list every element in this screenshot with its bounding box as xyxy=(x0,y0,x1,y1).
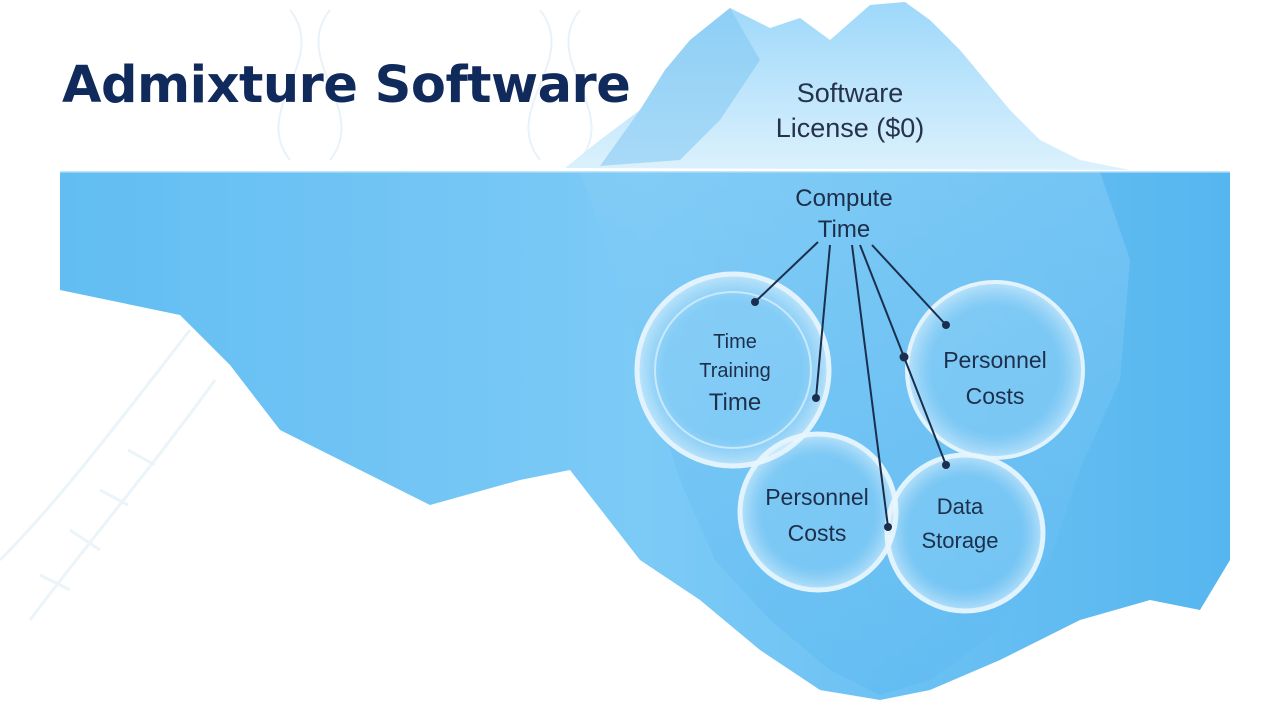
connector-to-bottom-left xyxy=(851,244,889,528)
node-label-left: Time Training Time xyxy=(699,328,771,421)
hub-label: Compute Time xyxy=(795,183,892,245)
node-label-right-line2: Costs xyxy=(965,382,1025,409)
node-label-right: Personnel Costs xyxy=(943,343,1047,414)
connector-to-bottom-right xyxy=(903,356,947,466)
node-label-left-line1: Time xyxy=(713,331,757,353)
page-title: Admixture Software xyxy=(62,56,631,115)
iceberg-tip-shadow xyxy=(600,8,760,166)
connector-dots xyxy=(751,298,950,531)
hub-label-line1: Compute xyxy=(795,185,893,212)
tip-label: Software License ($0) xyxy=(776,76,925,146)
node-circle-left xyxy=(634,271,832,469)
node-circle-right xyxy=(905,280,1085,460)
hub-label-line2: Time xyxy=(817,216,871,244)
node-label-bottom-right-line1: Data xyxy=(936,494,984,519)
node-label-right-line1: Personnel xyxy=(943,347,1047,373)
node-label-left-line3: Time xyxy=(708,389,762,416)
tip-label-line2: License ($0) xyxy=(775,113,925,144)
node-label-bottom-left: Personnel Costs xyxy=(765,480,869,551)
node-label-bottom-left-line2: Costs xyxy=(787,519,847,546)
node-label-bottom-right-line2: Storage xyxy=(921,528,999,554)
connector-lines xyxy=(754,241,947,528)
connector-to-left-inner xyxy=(815,244,831,399)
connector-to-left xyxy=(754,241,819,303)
node-circle-bottom-right xyxy=(884,452,1046,614)
node-label-left-line2: Training xyxy=(699,360,771,382)
dna-helix-left-icon xyxy=(0,329,217,621)
dna-helix-top-icon xyxy=(277,9,593,161)
node-label-bottom-left-line1: Personnel xyxy=(765,484,869,510)
node-label-bottom-right: Data Storage xyxy=(921,490,998,558)
connector-to-right-mid xyxy=(859,244,905,358)
connector-to-right-top xyxy=(871,244,947,326)
tip-label-line1: Software xyxy=(796,78,904,108)
